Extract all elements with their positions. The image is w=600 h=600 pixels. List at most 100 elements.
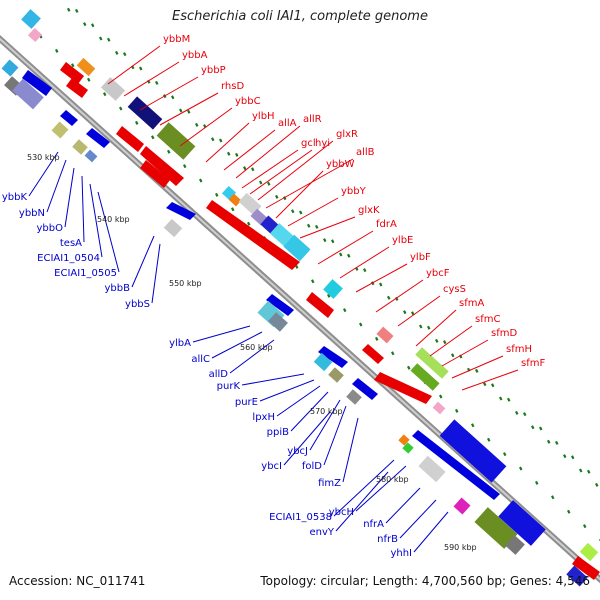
feature-block[interactable] bbox=[498, 500, 546, 546]
feature-arrow[interactable] bbox=[412, 430, 500, 500]
reverse-gene-label[interactable]: ybcH bbox=[329, 507, 354, 518]
reverse-gene-label[interactable]: ECIAI1_0504 bbox=[37, 253, 100, 264]
feature-block[interactable] bbox=[228, 193, 242, 207]
feature-block[interactable] bbox=[323, 279, 343, 299]
reverse-gene-label[interactable]: purK bbox=[217, 381, 241, 392]
feature-block[interactable] bbox=[238, 192, 262, 216]
reverse-gene-label[interactable]: fimZ bbox=[318, 478, 341, 489]
feature-block[interactable] bbox=[453, 497, 471, 515]
feature-arrow[interactable] bbox=[374, 372, 432, 404]
reverse-gene-label[interactable]: ybbO bbox=[37, 223, 64, 234]
reverse-gene-label[interactable]: ylbA bbox=[169, 338, 191, 349]
forward-gene-label[interactable]: ybbM bbox=[163, 34, 190, 45]
feature-block[interactable] bbox=[84, 149, 98, 163]
forward-gene-label[interactable]: ybbC bbox=[235, 96, 261, 107]
forward-gene-label[interactable]: ybbA bbox=[182, 50, 208, 61]
feature-block[interactable] bbox=[566, 565, 588, 587]
feature-block[interactable] bbox=[474, 507, 518, 549]
feature-block[interactable] bbox=[21, 9, 41, 29]
forward-gene-label[interactable]: rhsD bbox=[221, 81, 244, 92]
feature-block[interactable] bbox=[72, 139, 88, 155]
feature-block[interactable] bbox=[418, 455, 446, 483]
forward-gene-label[interactable]: hyi bbox=[315, 138, 330, 149]
reverse-gene-label[interactable]: ybbN bbox=[19, 208, 45, 219]
feature-arrow[interactable] bbox=[116, 126, 144, 152]
feature-block[interactable] bbox=[12, 78, 44, 110]
feature-arrow[interactable] bbox=[60, 110, 78, 126]
feature-arrow[interactable] bbox=[22, 70, 52, 96]
reverse-gene-label[interactable]: ppiB bbox=[267, 427, 289, 438]
reverse-gene-label[interactable]: ybcI bbox=[261, 461, 282, 472]
feature-arrow[interactable] bbox=[318, 346, 348, 368]
reverse-gene-label[interactable]: lpxH bbox=[252, 412, 275, 423]
forward-gene-label[interactable]: allB bbox=[356, 147, 375, 158]
feature-block[interactable] bbox=[163, 218, 183, 238]
feature-arrow[interactable] bbox=[352, 378, 378, 400]
forward-gene-label[interactable]: ylbH bbox=[252, 111, 275, 122]
forward-gene-label[interactable]: sfmD bbox=[491, 328, 517, 339]
reverse-gene-label[interactable]: nfrB bbox=[377, 534, 398, 545]
forward-gene-label[interactable]: sfmC bbox=[475, 314, 500, 325]
reverse-gene-label[interactable]: allD bbox=[209, 369, 229, 380]
feature-block[interactable] bbox=[376, 326, 394, 344]
reverse-gene-label[interactable]: purE bbox=[235, 397, 258, 408]
feature-block[interactable] bbox=[346, 389, 362, 405]
feature-arrow[interactable] bbox=[572, 556, 600, 580]
feature-block[interactable] bbox=[415, 347, 449, 379]
feature-arrow[interactable] bbox=[266, 294, 294, 316]
feature-arrow[interactable] bbox=[66, 78, 88, 98]
feature-block[interactable] bbox=[156, 122, 196, 160]
forward-gene-label[interactable]: glxK bbox=[358, 205, 380, 216]
reverse-gene-label[interactable]: folD bbox=[302, 461, 322, 472]
reverse-gene-label[interactable]: yhhI bbox=[390, 548, 412, 559]
reverse-gene-label[interactable]: ECIAI1_0538 bbox=[269, 512, 332, 523]
reverse-gene-label[interactable]: ybbS bbox=[125, 299, 150, 310]
feature-block[interactable] bbox=[328, 367, 344, 383]
forward-gene-label[interactable]: glxR bbox=[336, 129, 358, 140]
reverse-gene-label[interactable]: ybbK bbox=[2, 192, 28, 203]
feature-block[interactable] bbox=[76, 57, 96, 77]
forward-gene-label[interactable]: ybcF bbox=[426, 268, 450, 279]
forward-gene-label[interactable]: fdrA bbox=[376, 219, 397, 230]
forward-gene-label[interactable]: ybbP bbox=[201, 65, 226, 76]
feature-arrow[interactable] bbox=[362, 344, 384, 364]
forward-gene-label[interactable]: sfmF bbox=[521, 358, 545, 369]
feature-block[interactable] bbox=[268, 312, 288, 332]
feature-block[interactable] bbox=[410, 363, 440, 391]
feature-block[interactable] bbox=[1, 59, 19, 77]
forward-gene-label[interactable]: gcl bbox=[301, 138, 316, 149]
feature-block[interactable] bbox=[505, 535, 525, 555]
feature-block[interactable] bbox=[269, 223, 295, 247]
feature-block[interactable] bbox=[27, 27, 43, 43]
feature-arrow[interactable] bbox=[140, 146, 184, 186]
reverse-gene-label[interactable]: ybbB bbox=[105, 283, 131, 294]
reverse-gene-label[interactable]: allC bbox=[191, 354, 210, 365]
feature-block[interactable] bbox=[127, 96, 163, 130]
forward-gene-label[interactable]: allR bbox=[303, 114, 322, 125]
forward-gene-label[interactable]: allA bbox=[278, 118, 297, 129]
feature-block[interactable] bbox=[439, 419, 507, 483]
feature-arrow[interactable] bbox=[306, 292, 334, 318]
feature-arrow[interactable] bbox=[206, 200, 300, 270]
reverse-gene-label[interactable]: nfrA bbox=[363, 519, 384, 530]
feature-block[interactable] bbox=[402, 442, 414, 454]
feature-arrow[interactable] bbox=[140, 160, 170, 188]
feature-block[interactable] bbox=[579, 542, 599, 562]
reverse-gene-label[interactable]: ybcJ bbox=[287, 446, 308, 457]
forward-gene-label[interactable]: cysS bbox=[443, 284, 466, 295]
feature-block[interactable] bbox=[51, 121, 69, 139]
reverse-gene-label[interactable]: ECIAI1_0505 bbox=[54, 268, 117, 279]
feature-block[interactable] bbox=[398, 434, 410, 446]
forward-gene-label[interactable]: ybbY bbox=[341, 186, 367, 197]
forward-gene-label[interactable]: sfmA bbox=[459, 298, 484, 309]
reverse-gene-label[interactable]: tesA bbox=[60, 238, 82, 249]
feature-block[interactable] bbox=[432, 401, 446, 415]
reverse-gene-label[interactable]: envY bbox=[309, 527, 334, 538]
feature-arrow[interactable] bbox=[86, 128, 110, 148]
forward-gene-label[interactable]: ybbW bbox=[326, 159, 355, 170]
forward-gene-label[interactable]: ylbF bbox=[410, 252, 431, 263]
feature-block[interactable] bbox=[283, 234, 311, 262]
feature-arrow[interactable] bbox=[60, 62, 84, 84]
feature-block[interactable] bbox=[100, 77, 126, 101]
forward-gene-label[interactable]: ylbE bbox=[392, 235, 413, 246]
